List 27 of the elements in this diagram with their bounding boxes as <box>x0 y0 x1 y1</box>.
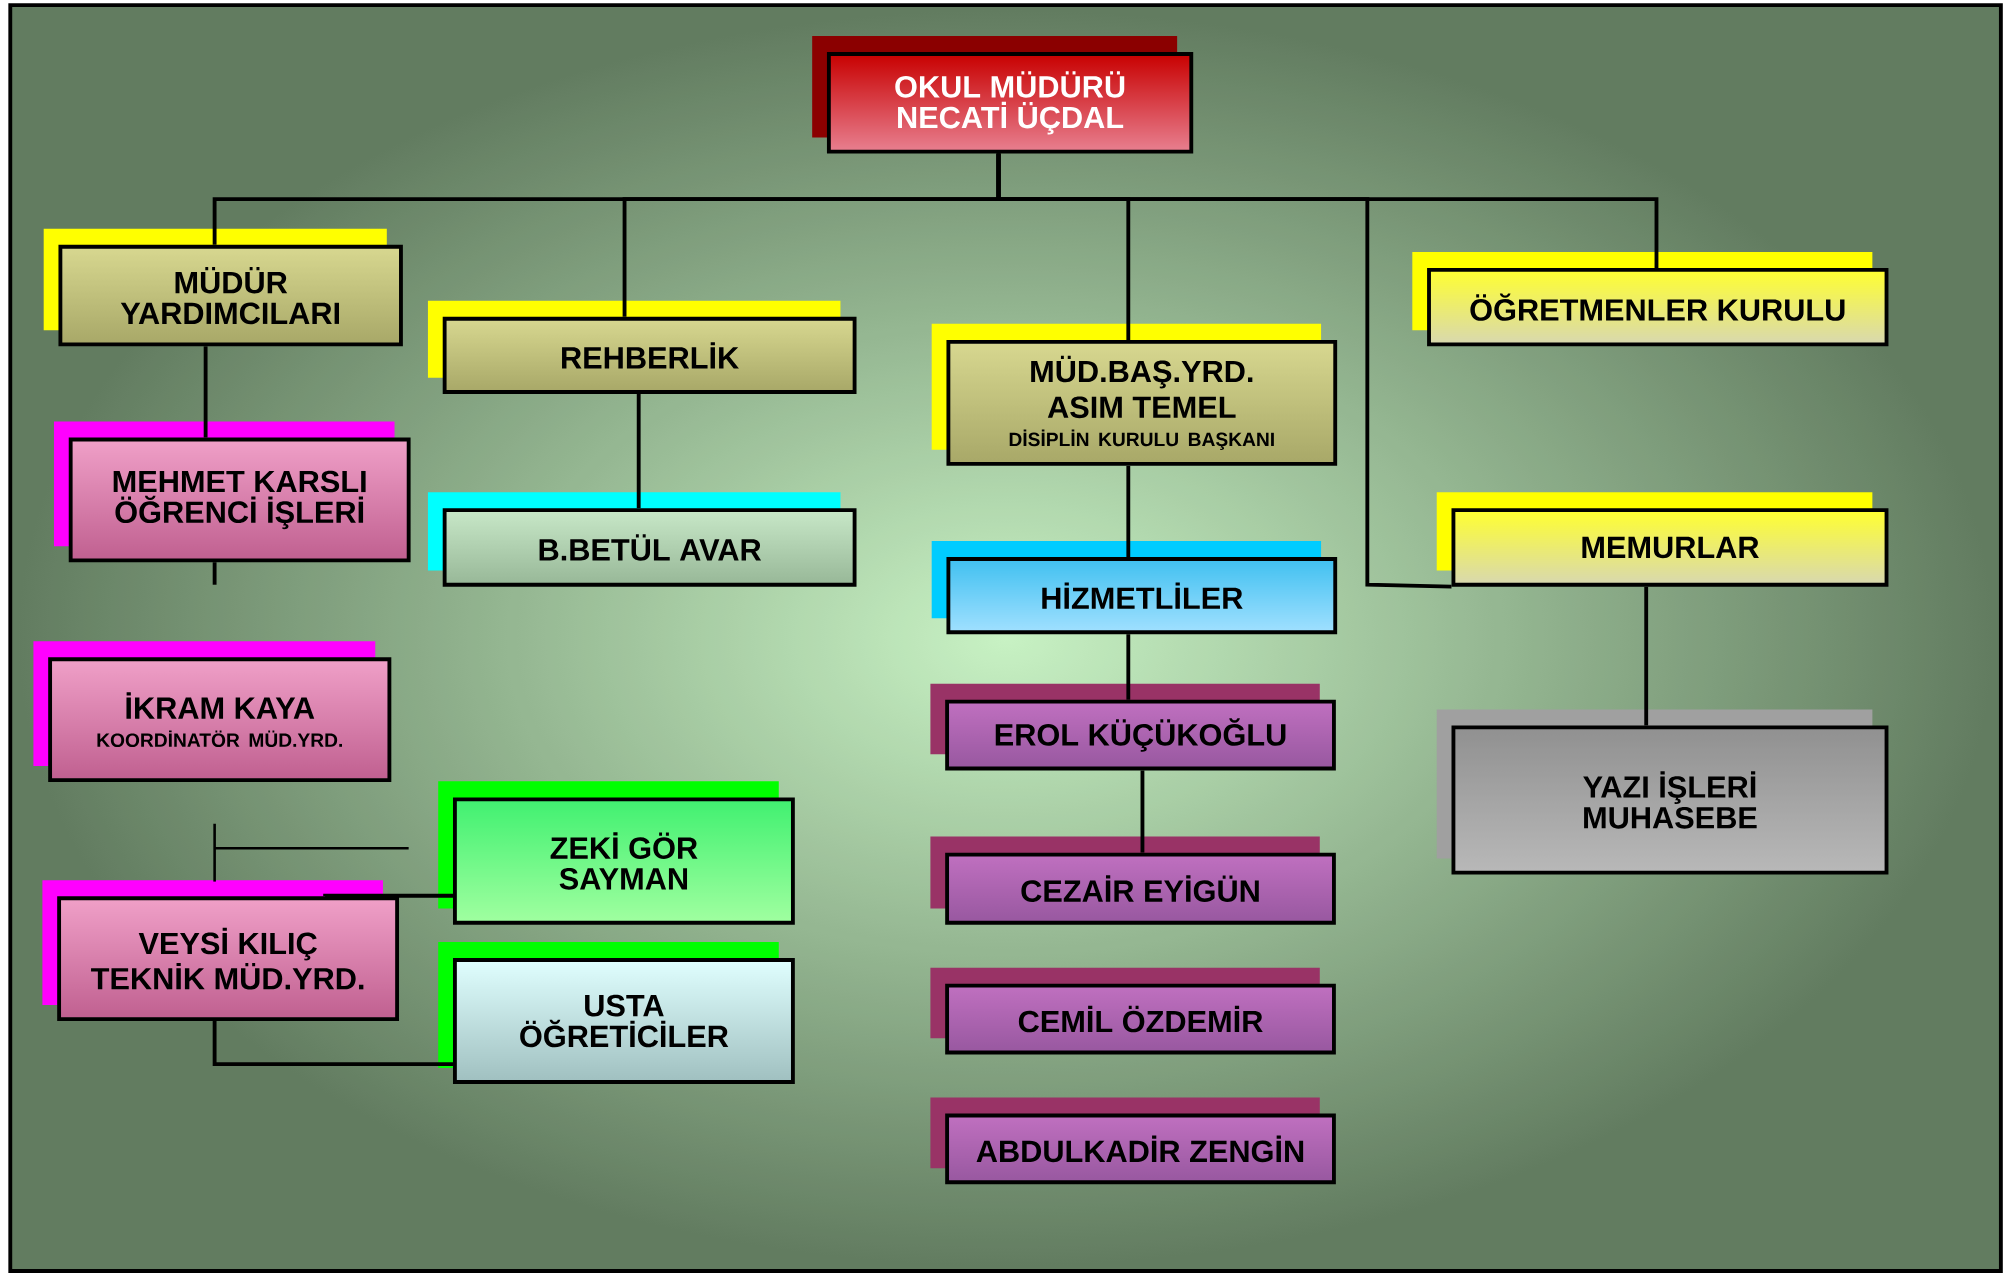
org-box: REHBERLİK <box>427 300 857 395</box>
org-box: EROL KÜÇÜKOĞLU <box>930 683 1336 771</box>
connector-line <box>323 894 453 899</box>
org-box: MEHMET KARSLI ÖĞRENCİ İŞLERİ <box>54 421 411 563</box>
connector-line <box>996 153 1452 589</box>
connector-line <box>1126 466 1131 558</box>
connector-line <box>1126 634 1131 700</box>
connector-line <box>636 394 641 509</box>
connector-line <box>203 346 208 438</box>
org-box: CEZAİR EYİGÜN <box>930 836 1336 925</box>
org-box: ZEKİ GÖR SAYMAN <box>438 781 795 925</box>
org-box: MÜDÜR YARDIMCILARI <box>43 229 403 347</box>
org-box: USTA ÖĞRETİCİLER <box>438 942 795 1085</box>
org-box: MÜD.BAŞ.YRD. ASIM TEMEL DİSİPLİN KURULU BAŞKANI <box>931 324 1338 467</box>
org-box: B.BETÜL AVAR <box>427 492 857 587</box>
connector-line <box>212 1021 453 1067</box>
org-box: ABDULKADİR ZENGİN <box>930 1097 1336 1185</box>
org-box: VEYSİ KILIÇ TEKNİK MÜD.YRD. <box>42 880 400 1022</box>
org-box: İKRAM KAYA KOORDİNATÖR MÜD.YRD. <box>33 641 392 783</box>
org-box: OKUL MÜDÜRÜ NECATİ ÜÇDAL <box>812 36 1194 154</box>
org-box: HİZMETLİLER <box>931 541 1338 635</box>
org-box: MEMURLAR <box>1436 492 1889 587</box>
connector-line <box>1644 586 1649 726</box>
org-box: CEMİL ÖZDEMİR <box>930 967 1336 1055</box>
connector-line <box>1140 770 1145 853</box>
org-box: ÖĞRETMENLER KURULU <box>1412 252 1889 347</box>
org-box: YAZI İŞLERİ MUHASEBE <box>1436 709 1889 875</box>
